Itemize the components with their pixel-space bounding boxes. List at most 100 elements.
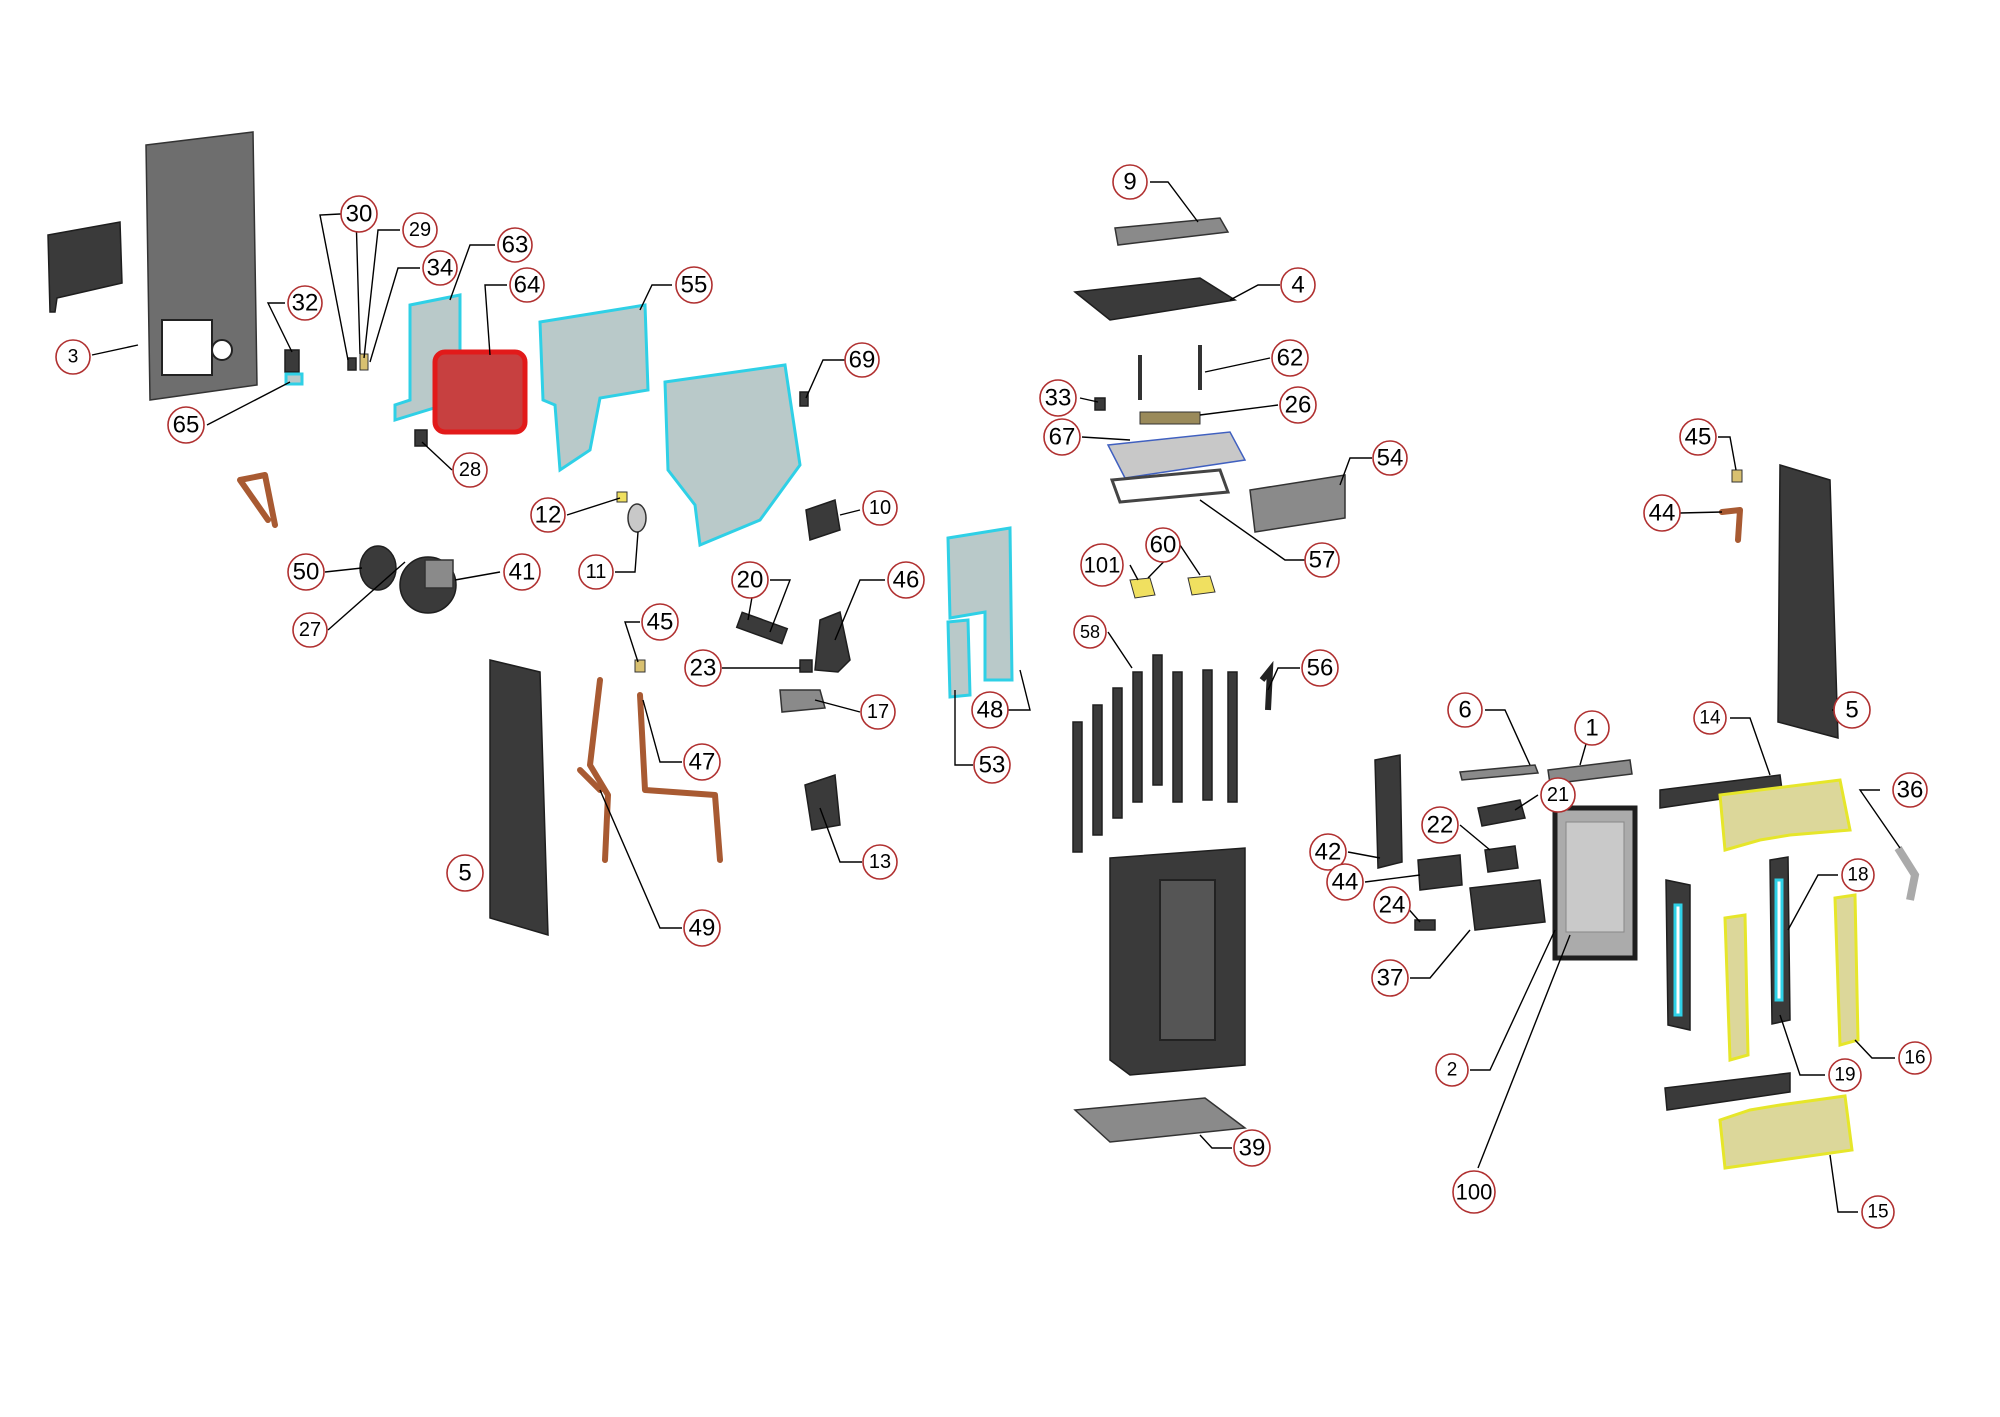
callout-17: 17 [860,694,896,730]
callout-20: 20 [731,561,769,599]
callout-69: 69 [844,342,880,378]
callout-text: 12 [535,502,562,529]
leader-45-top [1718,436,1737,471]
callout-text: 32 [292,290,319,317]
part-box-22 [1484,845,1519,873]
part-bottom-frame [1664,1072,1791,1111]
callout-32: 32 [287,285,323,321]
callout-5-left: 5 [446,854,484,892]
part-small-part-28 [414,429,428,447]
callout-circle [1841,858,1875,892]
part-hopper-body [663,363,802,548]
leader-33 [1079,397,1099,403]
callout-circle [971,691,1009,729]
callout-circle [862,844,898,880]
callout-2: 2 [1435,1053,1469,1087]
callout-text: 26 [1285,392,1312,419]
part-fan-40-body [424,559,454,589]
callout-text: 53 [979,752,1006,779]
callout-text: 37 [1377,965,1404,992]
callout-26: 26 [1279,386,1317,424]
callout-text: 6 [1458,697,1471,724]
callout-text: 42 [1315,839,1342,866]
part-burner-67 [1106,431,1247,479]
callout-circle [641,603,679,641]
part-clip-101 [1129,577,1156,599]
leader-56 [1267,667,1300,691]
callout-text: 17 [867,701,889,723]
part-small-part-69 [799,391,809,407]
callout-50: 50 [287,553,325,591]
leader-49 [599,789,682,929]
leader-101 [1129,564,1139,581]
part-ashpan-39 [1073,1097,1247,1143]
callout-circle [1080,543,1124,587]
callout-text: 60 [1150,532,1177,559]
callout-14: 14 [1693,701,1727,735]
leader-36 [1858,789,1901,849]
callout-29: 29 [402,212,438,248]
callout-text: 49 [689,915,716,942]
part-strip-18-glass [1774,878,1784,1002]
callout-text: 27 [299,619,321,641]
part-box-42 [1417,854,1463,891]
leader-30 [319,213,361,361]
leader-22 [1459,824,1491,851]
part-bar-1 [1547,759,1633,785]
part-rod-58-7 [1202,669,1213,801]
leader-6 [1485,709,1531,766]
callout-circle [973,746,1011,784]
leader-67 [1081,436,1131,441]
callout-circle [446,854,484,892]
callout-64: 64 [509,267,545,303]
leader-64 [484,284,507,356]
callout-48: 48 [971,691,1009,729]
callout-circle [1421,806,1459,844]
callout-10: 10 [862,490,898,526]
callout-text: 24 [1379,892,1406,919]
callout-text: 30 [346,201,373,228]
callout-1: 1 [1574,710,1610,746]
part-rod-58-3 [1112,687,1123,819]
callout-text: 67 [1049,424,1076,451]
callout-text: 63 [502,232,529,259]
callout-text: 62 [1277,345,1304,372]
part-back-panel-hole [211,339,233,361]
part-motor-10 [805,499,841,541]
part-back-grille [47,221,123,313]
callout-text: 55 [681,272,708,299]
callout-circle [509,267,545,303]
callout-circle [1833,691,1871,729]
part-small-bolt-30 [347,357,357,371]
callout-39: 39 [1233,1129,1271,1167]
part-motor-17 [779,689,826,713]
callout-circle [862,490,898,526]
part-tube-50 [359,545,397,591]
callout-circle [1861,1195,1895,1229]
part-pipe-cross [577,767,603,793]
callout-circle [844,342,880,378]
callout-text: 14 [1699,708,1721,729]
callout-34: 34 [422,250,458,286]
callout-circle [1574,710,1610,746]
leader-17 [814,699,861,713]
callout-55: 55 [675,266,713,304]
leader-48 [1006,669,1031,711]
parts-layer [47,131,1920,1170]
part-rod-58-6 [1172,671,1183,803]
callout-3: 3 [55,339,91,375]
callout-circle [1693,701,1727,735]
callout-circle [675,266,713,304]
leader-41 [1347,851,1381,859]
callout-text: 41 [509,559,536,586]
callout-circle [422,250,458,286]
part-gasket-64 [432,349,528,435]
callout-circle [684,649,722,687]
part-small-part-24 [1414,919,1436,931]
part-frame-57 [1109,468,1231,504]
callout-24: 24 [1373,886,1411,924]
callout-6: 6 [1447,692,1483,728]
callout-15: 15 [1861,1195,1895,1229]
leader-40 [454,571,501,581]
